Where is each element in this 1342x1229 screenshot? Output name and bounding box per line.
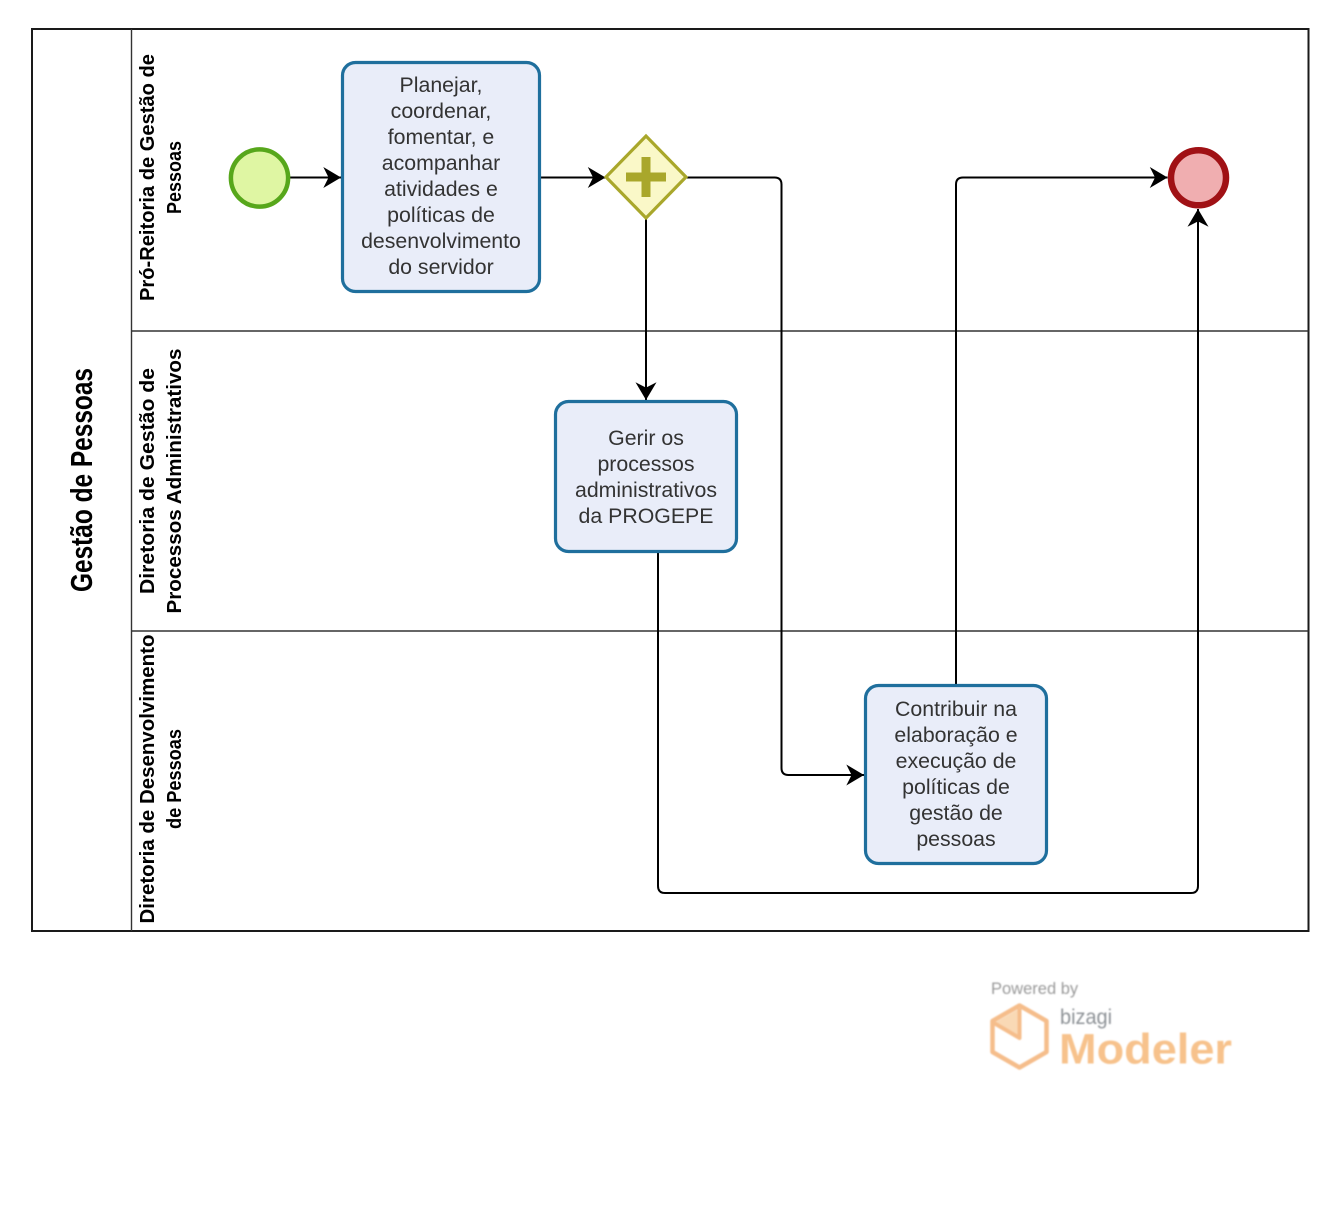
svg-text:gestão de: gestão de (909, 801, 1003, 825)
svg-text:bizagi: bizagi (1060, 1006, 1112, 1029)
svg-text:pessoas: pessoas (916, 827, 995, 851)
svg-text:fomentar, e: fomentar, e (388, 125, 495, 149)
svg-text:Planejar,: Planejar, (400, 73, 483, 97)
svg-text:administrativos: administrativos (575, 478, 717, 502)
svg-text:elaboração e: elaboração e (894, 723, 1017, 747)
svg-text:do servidor: do servidor (388, 255, 493, 279)
svg-text:desenvolvimento: desenvolvimento (361, 229, 521, 253)
svg-text:da PROGEPE: da PROGEPE (579, 504, 714, 528)
svg-text:Modeler: Modeler (1059, 1026, 1232, 1074)
svg-text:Powered by: Powered by (991, 980, 1079, 998)
svg-text:atividades e: atividades e (384, 177, 498, 201)
svg-text:Contribuir na: Contribuir na (895, 697, 1017, 721)
svg-text:Gerir os: Gerir os (608, 426, 684, 450)
svg-text:execução de: execução de (896, 749, 1017, 773)
svg-text:políticas de: políticas de (902, 775, 1010, 799)
svg-text:processos: processos (597, 452, 694, 476)
svg-text:políticas de: políticas de (387, 203, 495, 227)
svg-text:Gestão de Pessoas: Gestão de Pessoas (64, 368, 99, 592)
svg-text:acompanhar: acompanhar (382, 151, 500, 175)
svg-text:coordenar,: coordenar, (391, 99, 492, 123)
